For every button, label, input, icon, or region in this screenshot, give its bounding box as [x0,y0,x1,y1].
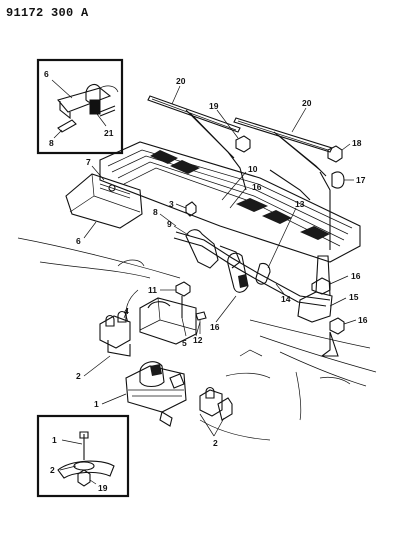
callout-18: 18 [352,138,362,148]
callout-19-top: 19 [209,101,219,111]
inset-detail-bottom [36,414,130,498]
screw-3 [185,201,197,217]
callout-19-inset: 19 [98,483,108,493]
bolt-11 [175,281,191,297]
callout-5: 5 [182,338,187,348]
callout-6-inset: 6 [44,69,49,79]
linkage-bracket-left [185,229,219,269]
callout-2-bottom: 2 [213,438,218,448]
callout-12: 12 [193,335,203,345]
inset-panel [57,460,115,479]
pivot-bracket-right [297,255,333,323]
inset-pin [57,119,77,133]
callout-7: 7 [86,157,91,167]
callout-11: 11 [148,285,157,295]
cowl-outline [99,141,361,263]
callout-8: 8 [153,207,158,217]
pivot-nut-left [235,135,251,153]
callout-14: 14 [281,294,291,304]
motor-mount-right [199,386,233,421]
wiper-blade-left [147,95,247,191]
callout-1: 1 [94,399,99,409]
callout-21-inset: 21 [104,128,114,138]
pivot-bushing-right [331,171,345,189]
callout-17: 17 [356,175,366,185]
callout-2-inset: 2 [50,465,55,475]
callout-20-left: 20 [176,76,186,86]
motor-cover [139,297,197,345]
inset-frame-top [36,58,124,155]
callout-16-right-bottom: 16 [358,315,368,325]
inset-detail-top [36,58,124,155]
callout-15: 15 [349,292,359,302]
callout-16-right-top: 16 [351,271,361,281]
cowl-cover [65,173,143,229]
motor-bracket-4 [99,310,131,357]
pivot-nut-right [327,145,343,163]
callout-8-inset: 8 [49,138,54,148]
inset-frame-bottom [36,414,130,498]
nut-16-right-lower [329,317,345,335]
wiper-linkage [173,229,331,307]
motor-gearbox [139,361,165,388]
callout-1-inset: 1 [52,435,57,445]
callout-13: 13 [295,199,305,209]
cowl-panel [99,141,361,263]
diagram-reference-number: 91172 300 A [6,6,89,20]
callout-3: 3 [169,199,174,209]
screw-12 [195,311,207,321]
vehicle-body-outline [17,237,377,441]
callout-9: 9 [167,219,172,229]
inset-nut-19 [77,469,91,487]
callout-6: 6 [76,236,81,246]
linkage-bushing [255,262,271,285]
callout-16-mid: 16 [210,322,220,332]
callout-16-top: 16 [252,182,262,192]
callout-2-left: 2 [76,371,81,381]
nut-16-right [311,277,331,295]
callout-20-right: 20 [302,98,312,108]
callout-10: 10 [248,164,258,174]
inset-nut [89,99,101,115]
wiper-motor [125,361,187,427]
